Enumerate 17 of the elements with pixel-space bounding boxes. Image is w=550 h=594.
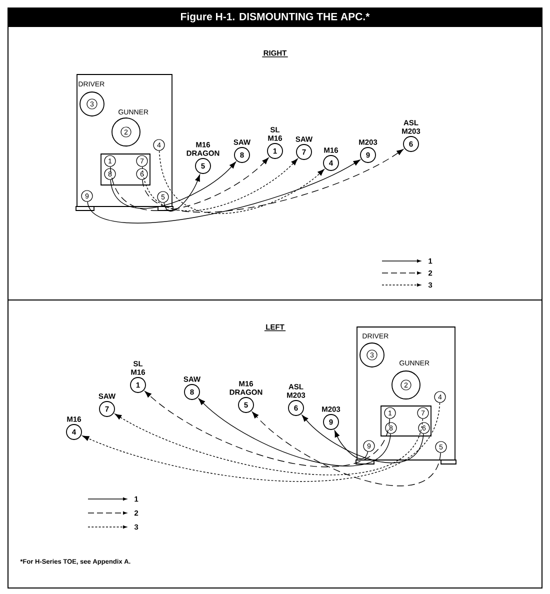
arrow — [87, 160, 360, 224]
arrow — [302, 414, 424, 463]
vehicle-outline — [76, 74, 174, 211]
arrow — [142, 149, 404, 213]
vehicle-outline — [356, 326, 456, 464]
arrow — [198, 398, 391, 466]
compartment-box — [380, 406, 432, 436]
arrow — [114, 414, 424, 476]
arrow — [164, 174, 200, 212]
arrow — [142, 158, 298, 212]
arrow — [110, 158, 269, 211]
arrow — [110, 162, 236, 208]
arrow — [252, 412, 441, 486]
title-banner: Figure H-1. DISMOUNTING THE APC.* — [8, 8, 542, 27]
compartment-box — [100, 154, 150, 186]
arrow — [144, 391, 390, 467]
arrow — [334, 430, 368, 460]
